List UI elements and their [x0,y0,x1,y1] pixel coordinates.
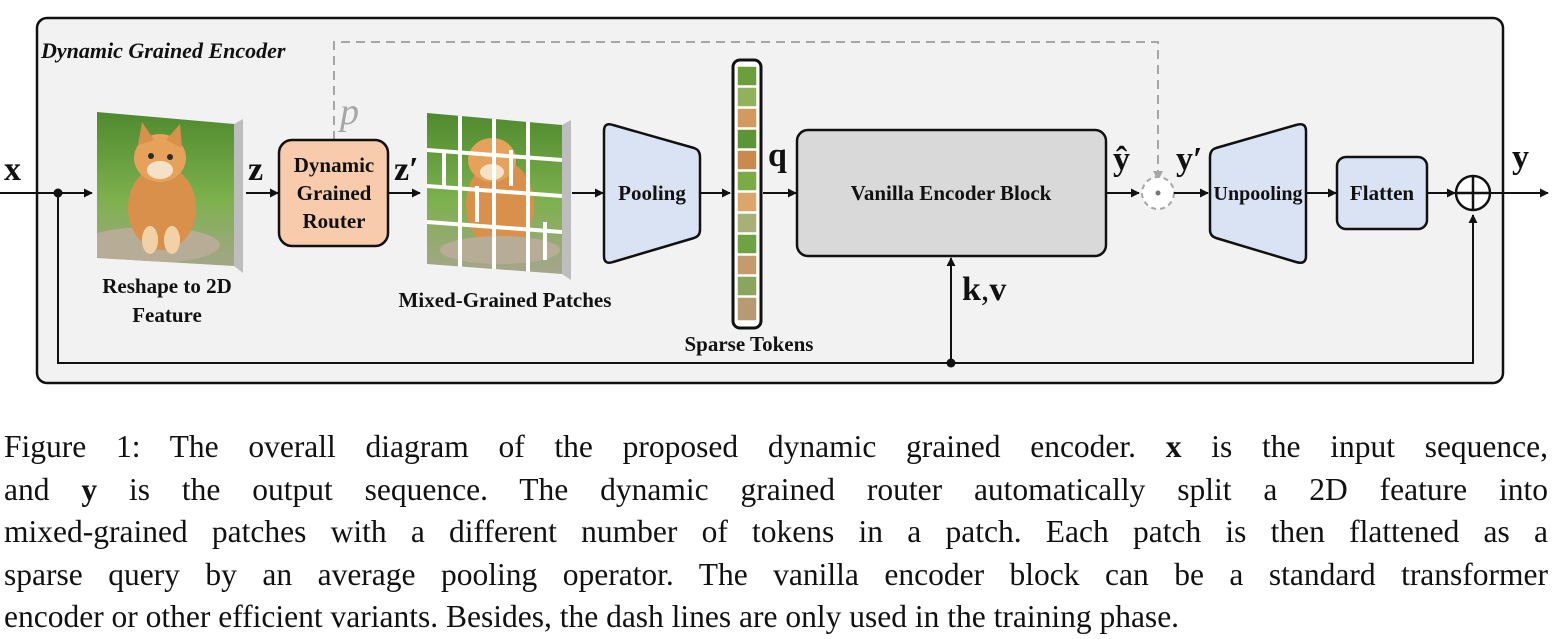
caption-text: and [4,471,82,507]
token-strip-icon [731,58,763,330]
caption-line: Figure 1: The overall diagram of the pro… [4,426,1548,469]
flatten-block [1335,155,1429,231]
add-circle-icon [1454,174,1492,212]
symbol-q: q [768,137,787,174]
caption-symbol: y [81,471,98,507]
encoder-label: Vanilla Encoder Block [851,181,1052,205]
symbol-z-prime: z′ [394,151,419,188]
skip-connection-line [57,193,1478,364]
caption-text: encoder or other efficient variants. Bes… [4,599,1180,634]
caption-symbol: x [1165,429,1182,464]
caption-text: is the output sequence. The dynamic grai… [97,471,1548,507]
dynamic-grained-router-block [277,138,390,248]
caption-text: mixed-grained patches with a different n… [4,514,1548,549]
router-label-3: Router [303,209,366,233]
caption-text: is the input sequence, [1181,429,1548,464]
container-title: Dynamic Grained Encoder [40,38,286,63]
router-label-2: Grained [297,181,372,205]
figure-caption: Figure 1: The overall diagram of the pro… [4,426,1548,639]
caption-text: Figure 1: The overall diagram of the pro… [4,429,1166,464]
vanilla-encoder-block [795,128,1108,258]
sparse-tokens-label: Sparse Tokens [685,332,814,356]
pooling-label: Pooling [618,181,686,205]
unpooling-label: Unpooling [1214,183,1303,205]
dynamic-grained-encoder-diagram: Dynamic Grained Encoder p x k,v Reshape … [0,16,1549,385]
symbol-p: p [337,91,359,133]
caption-text: sparse query by an average pooling opera… [4,556,1548,592]
caption-line: encoder or other efficient variants. Bes… [4,596,1548,639]
router-label: Dynamic [294,153,375,177]
elementwise-multiply-icon [1141,176,1175,210]
encoder-container [35,16,1505,385]
patches-label: Mixed-Grained Patches [399,288,612,312]
patch-grid-icon [427,113,571,280]
caption-line: and y is the output sequence. The dynami… [4,469,1548,512]
caption-line: mixed-grained patches with a different n… [4,511,1548,554]
symbol-z: z [248,151,263,188]
flatten-label: Flatten [1350,181,1414,205]
dashed-p-line [333,41,1163,181]
symbol-x: x [4,151,21,188]
unpooling-block [1208,123,1308,264]
pooling-block [602,123,702,264]
kitten-photo-icon [97,112,243,273]
caption-line: sparse query by an average pooling opera… [4,554,1548,597]
symbol-kv: k,v [962,271,1006,308]
symbol-y-hat: ŷ [1113,141,1130,178]
reshape-label: Reshape to 2D [102,274,232,298]
reshape-label-2: Feature [132,303,202,327]
symbol-y-prime: y′ [1176,141,1203,178]
symbol-y: y [1512,139,1529,176]
